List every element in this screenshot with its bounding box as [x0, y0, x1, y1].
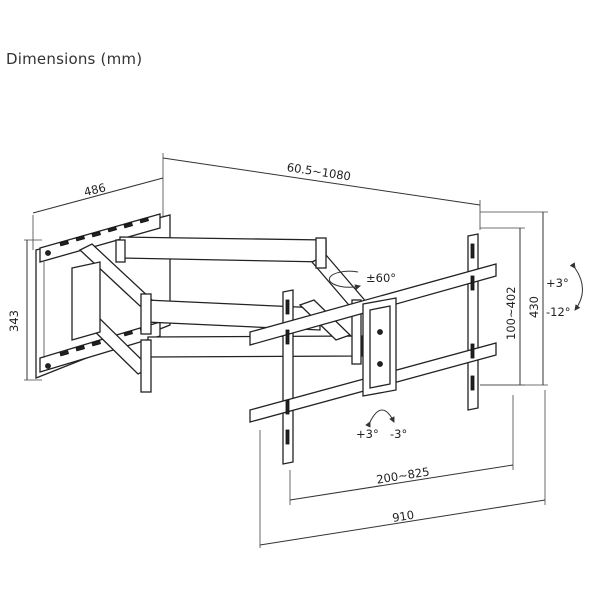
vesa-vertical-dimension: 100~402: [480, 227, 525, 386]
plate-width-dimension: 910: [259, 390, 546, 548]
level-minus-label: -3°: [390, 427, 407, 441]
tilt-up-label: +3°: [546, 276, 569, 290]
wall-height-dimension: 343: [7, 239, 42, 381]
arm-width-dimension: 486: [32, 177, 164, 250]
plate-height-dimension: 430: [480, 211, 548, 386]
depth-dimension: 60.5~1080: [162, 153, 481, 240]
vesa-horizontal-label: 200~825: [375, 464, 430, 486]
plate-width-label: 910: [391, 508, 415, 525]
depth-label: 60.5~1080: [286, 160, 352, 183]
swivel-label: ±60°: [366, 271, 396, 285]
arm-width-label: 486: [82, 180, 107, 199]
articulating-arms: [71, 236, 370, 393]
vesa-vertical-label: 100~402: [504, 286, 518, 340]
diagram-title: Dimensions (mm): [6, 50, 143, 68]
tilt-indicator: +3° -12°: [546, 262, 583, 319]
tv-bracket: [249, 233, 497, 465]
tilt-down-label: -12°: [546, 305, 571, 319]
level-plus-label: +3°: [356, 427, 379, 441]
level-indicator: +3° -3°: [356, 409, 407, 441]
plate-height-label: 430: [527, 296, 541, 318]
vesa-horizontal-dimension: 200~825: [289, 395, 514, 505]
wall-height-label: 343: [7, 310, 21, 332]
swivel-indicator: ±60°: [328, 270, 396, 291]
